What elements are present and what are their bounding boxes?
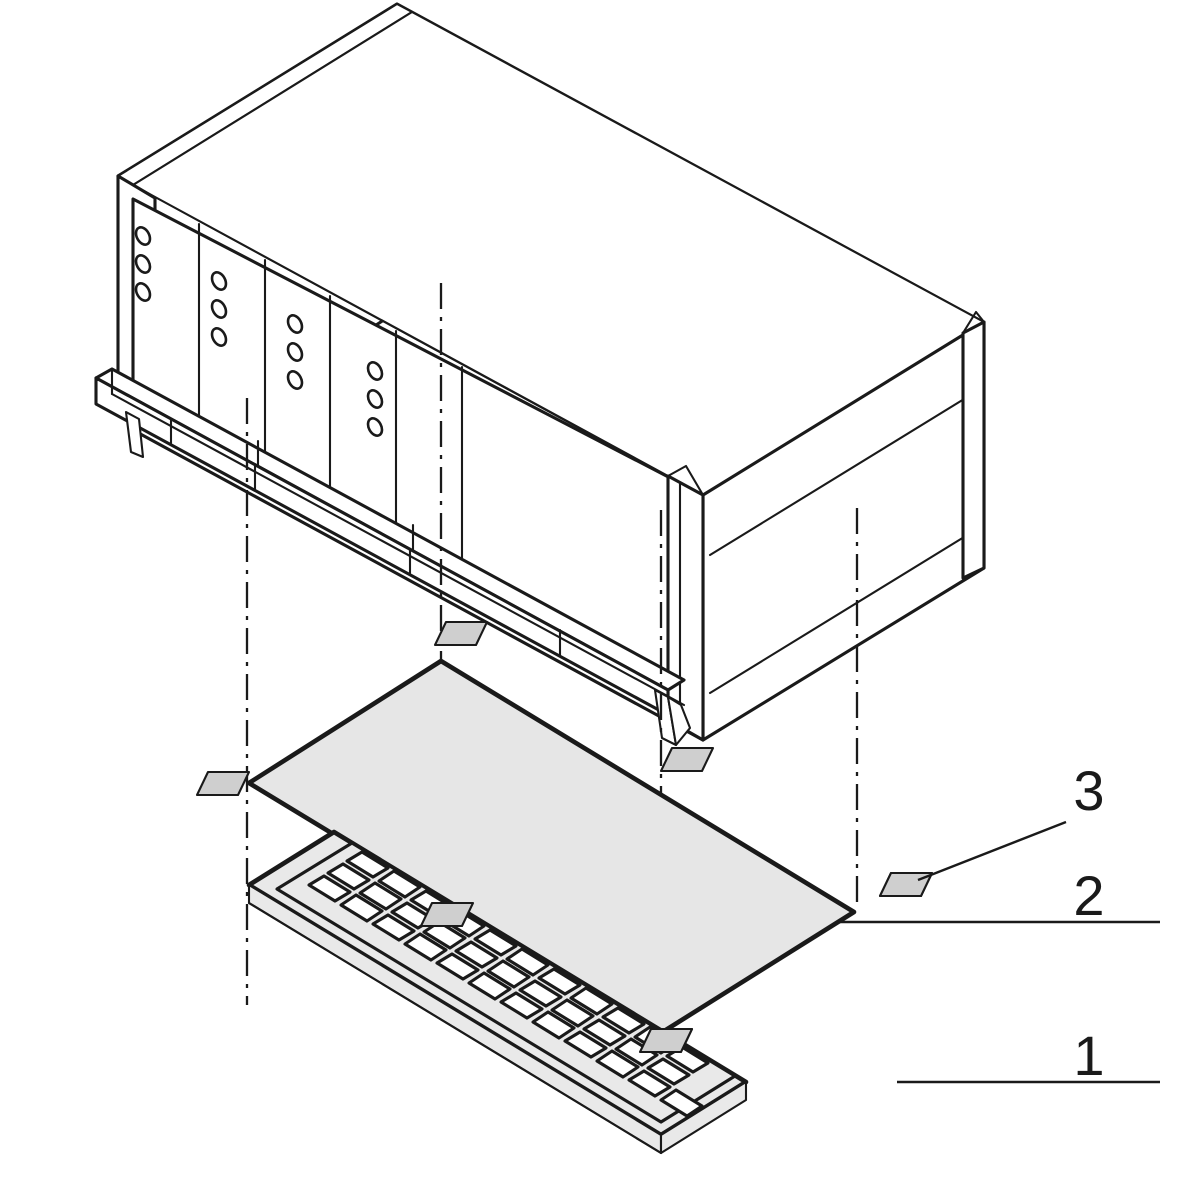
chassis-front-panel-holes <box>134 226 384 437</box>
chassis-right-near-post-top <box>666 464 705 497</box>
chassis-assembly <box>94 2 986 747</box>
grille-frame-right-thickness <box>659 1080 748 1155</box>
callouts-group: 3 2 1 <box>838 759 1160 1087</box>
chassis-right-far-post-top <box>961 310 986 335</box>
chassis-front-bottom-edge <box>131 428 705 742</box>
chassis-mounting-clip-left <box>124 410 145 459</box>
chassis-right-near-post <box>666 474 705 742</box>
mounting-tab-upper-mid <box>433 620 489 647</box>
chassis-bottom-rail-joints <box>169 417 562 657</box>
grille-frame-bottom-edge <box>247 901 663 1155</box>
callout-1-label: 1 <box>1073 1024 1104 1087</box>
mounting-tab-grille-mid-overlay <box>419 901 475 928</box>
callout-3-leader <box>917 820 1067 882</box>
callout-3-label: 3 <box>1073 759 1104 822</box>
chassis-bottom-rail-inner-edge <box>110 392 686 707</box>
alignment-centerlines <box>245 283 859 1042</box>
mounting-tab-upper-right <box>659 746 715 773</box>
chassis-right-face-band-bottom <box>708 524 984 695</box>
chassis-mounting-clip-right-b <box>666 695 692 747</box>
chassis-right-face-band-top <box>708 386 984 557</box>
grille-frame <box>246 829 749 1155</box>
chassis-right-far-post <box>961 320 986 580</box>
mounting-tab-grille-right-overlay <box>638 1027 694 1054</box>
mounting-tab-plate-left <box>195 770 251 797</box>
callout-2-label: 2 <box>1073 864 1104 927</box>
grille-openings <box>307 850 710 1118</box>
